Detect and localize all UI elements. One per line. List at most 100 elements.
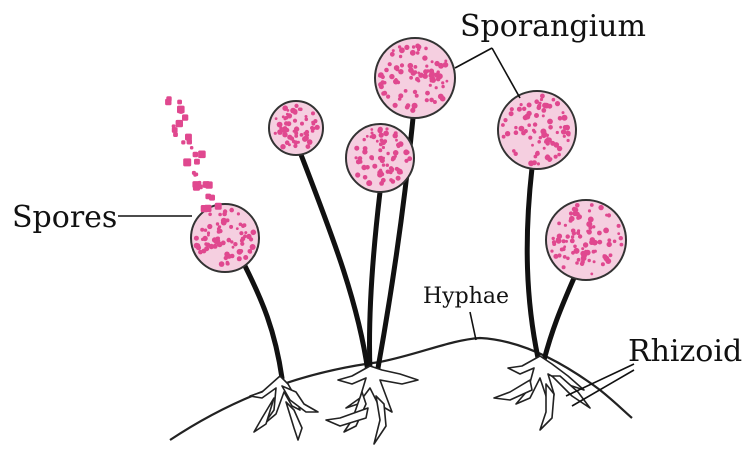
spore-dot — [534, 99, 539, 104]
spore-dot — [564, 125, 570, 131]
spore-dot — [399, 55, 402, 58]
spore-dot — [311, 111, 315, 115]
spore-dot — [505, 131, 510, 136]
spore-dot — [378, 127, 383, 132]
released-spore — [209, 195, 215, 201]
spore-dot — [293, 119, 297, 123]
spore-dot — [555, 101, 560, 106]
spore-dot — [537, 140, 541, 144]
spore-dot — [415, 94, 419, 98]
released-spore — [172, 124, 176, 128]
spore-dot — [590, 203, 594, 207]
spore-dot — [398, 97, 402, 101]
spore-dot — [214, 238, 220, 244]
spore-dot — [400, 63, 404, 67]
spore-dot — [395, 78, 398, 81]
spore-dot — [620, 243, 624, 247]
spore-dot — [517, 107, 522, 112]
spore-dot — [409, 76, 413, 80]
spore-dot — [423, 69, 428, 74]
spore-dot — [386, 95, 390, 99]
spore-dot — [274, 132, 277, 135]
spore-dot — [617, 224, 621, 228]
released-spore — [183, 158, 191, 166]
spore-dot — [355, 156, 358, 159]
spore-dot — [294, 134, 298, 138]
spore-dot — [236, 227, 239, 230]
spore-dot — [226, 262, 230, 266]
spore-dot — [527, 123, 531, 127]
spore-dot — [300, 133, 304, 137]
spore-dot — [248, 235, 251, 238]
spore-dot — [219, 261, 225, 267]
spore-dot — [356, 159, 361, 164]
spore-dot — [609, 253, 613, 257]
spore-dot — [557, 222, 561, 226]
spore-dot — [251, 230, 257, 236]
spore-dot — [501, 123, 505, 127]
spore-dot — [397, 81, 401, 85]
spore-dot — [406, 151, 410, 155]
spore-dot — [239, 249, 243, 253]
spore-dot — [200, 228, 204, 232]
stalk-6 — [544, 278, 574, 360]
spore-dot — [413, 90, 417, 94]
spore-dot — [562, 115, 568, 121]
spore-dot — [569, 219, 573, 223]
spore-dot — [429, 69, 434, 74]
released-spore — [198, 151, 206, 159]
spore-dot — [366, 135, 369, 138]
released-spore — [177, 100, 182, 105]
spore-dot — [388, 62, 392, 66]
spore-dot — [617, 232, 620, 235]
spore-dot — [288, 143, 291, 146]
spore-dot — [393, 133, 398, 138]
spore-dot — [441, 81, 444, 84]
spore-dot — [527, 103, 532, 108]
spore-dot — [557, 153, 561, 157]
spore-dot — [242, 223, 246, 227]
spore-dot — [224, 252, 229, 257]
spore-dot — [386, 170, 390, 174]
spore-dot — [305, 130, 309, 134]
spore-dot — [544, 140, 547, 143]
spore-dot — [424, 47, 428, 51]
rhizoid-label: Rhizoid — [628, 337, 742, 367]
spore-dot — [441, 85, 444, 88]
spore-dot — [563, 255, 567, 259]
spore-dot — [396, 143, 400, 147]
rhizoid-cluster-2 — [326, 366, 418, 444]
spore-dot — [275, 117, 278, 120]
spore-dot — [556, 131, 559, 134]
released-spore — [181, 140, 185, 144]
hyphae-mound — [170, 338, 632, 440]
spore-dot — [597, 240, 602, 245]
spore-dot — [282, 115, 285, 118]
spore-dot — [204, 229, 207, 232]
spores-label: Spores — [12, 203, 117, 233]
spore-dot — [277, 129, 283, 135]
released-spore — [173, 132, 178, 137]
spore-dot — [598, 205, 603, 210]
spore-dot — [412, 45, 415, 48]
released-spore — [198, 181, 202, 185]
spore-dot — [434, 61, 439, 66]
spore-dot — [566, 234, 570, 238]
released-spore — [176, 120, 183, 127]
spore-dot — [601, 262, 605, 266]
released-spore — [193, 152, 199, 158]
spore-dot — [587, 229, 592, 234]
spore-dot — [416, 45, 421, 50]
sporangium-leader-right — [492, 48, 520, 98]
spore-dot — [547, 104, 552, 109]
spore-dot — [562, 111, 565, 114]
spore-dot — [592, 250, 596, 254]
spore-dot — [588, 259, 591, 262]
spore-dot — [284, 121, 289, 126]
spore-dot — [230, 240, 233, 243]
rhizoid-cluster-3 — [494, 356, 590, 430]
spore-dot — [407, 156, 412, 161]
spore-dot — [392, 49, 395, 52]
spore-dot — [372, 164, 377, 169]
spore-dot — [514, 152, 518, 156]
